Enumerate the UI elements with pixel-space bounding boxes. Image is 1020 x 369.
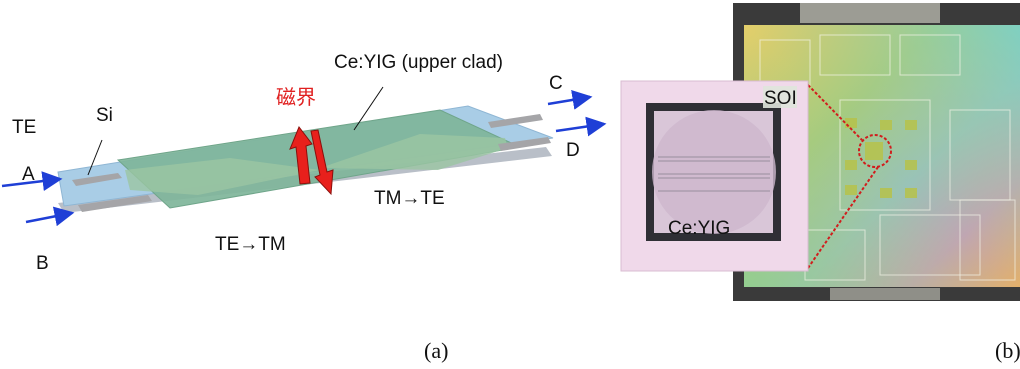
chip-pads — [845, 118, 917, 198]
input-arrow-b — [25, 206, 75, 227]
ceyig-leader-line — [353, 86, 384, 131]
field-arrow-up — [289, 126, 313, 185]
label-port-b: B — [36, 253, 49, 274]
label-ceyig-inset: Ce:YIG — [668, 218, 730, 239]
caption-b: (b) — [995, 338, 1020, 363]
soi-label-bg — [763, 86, 797, 108]
zoom-line-bottom — [807, 166, 879, 269]
si-leader-line — [87, 139, 103, 176]
chip-bottom-pad — [830, 288, 940, 300]
taper-left — [125, 158, 320, 195]
label-port-d: D — [566, 140, 580, 161]
label-ceyig-upper-clad: Ce:YIG (upper clad) — [334, 52, 503, 73]
si-waveguide-left-bottom — [78, 195, 152, 212]
label-te-to-tm: TE→TM — [215, 234, 286, 255]
chip-top-pad — [800, 3, 940, 23]
magnetic-field-arrows — [289, 126, 334, 196]
taper-right — [320, 134, 508, 170]
output-arrow-d — [555, 116, 607, 137]
inset-waveguides — [658, 156, 770, 192]
inset-ceyig-disc — [652, 110, 776, 234]
caption-a: (a) — [424, 338, 448, 363]
input-arrow-a — [1, 171, 63, 192]
si-waveguide-right-top — [488, 114, 543, 128]
label-port-a: A — [22, 164, 35, 185]
label-te: TE — [12, 117, 36, 138]
si-waveguide-right-bottom — [498, 137, 551, 151]
field-arrow-down — [310, 129, 334, 196]
zoom-region-circle — [858, 134, 892, 168]
label-port-c: C — [549, 73, 563, 94]
label-si: Si — [96, 105, 113, 126]
output-arrow-c — [547, 90, 593, 110]
label-tm-to-te: TM→TE — [374, 188, 445, 209]
label-soi: SOI — [764, 88, 797, 109]
zoom-line-top — [807, 84, 863, 141]
label-magnetic-field: 磁界 — [276, 85, 316, 109]
ceyig-inset-photo: Ce:YIG — [620, 80, 809, 272]
si-waveguide-left-top — [72, 173, 122, 186]
